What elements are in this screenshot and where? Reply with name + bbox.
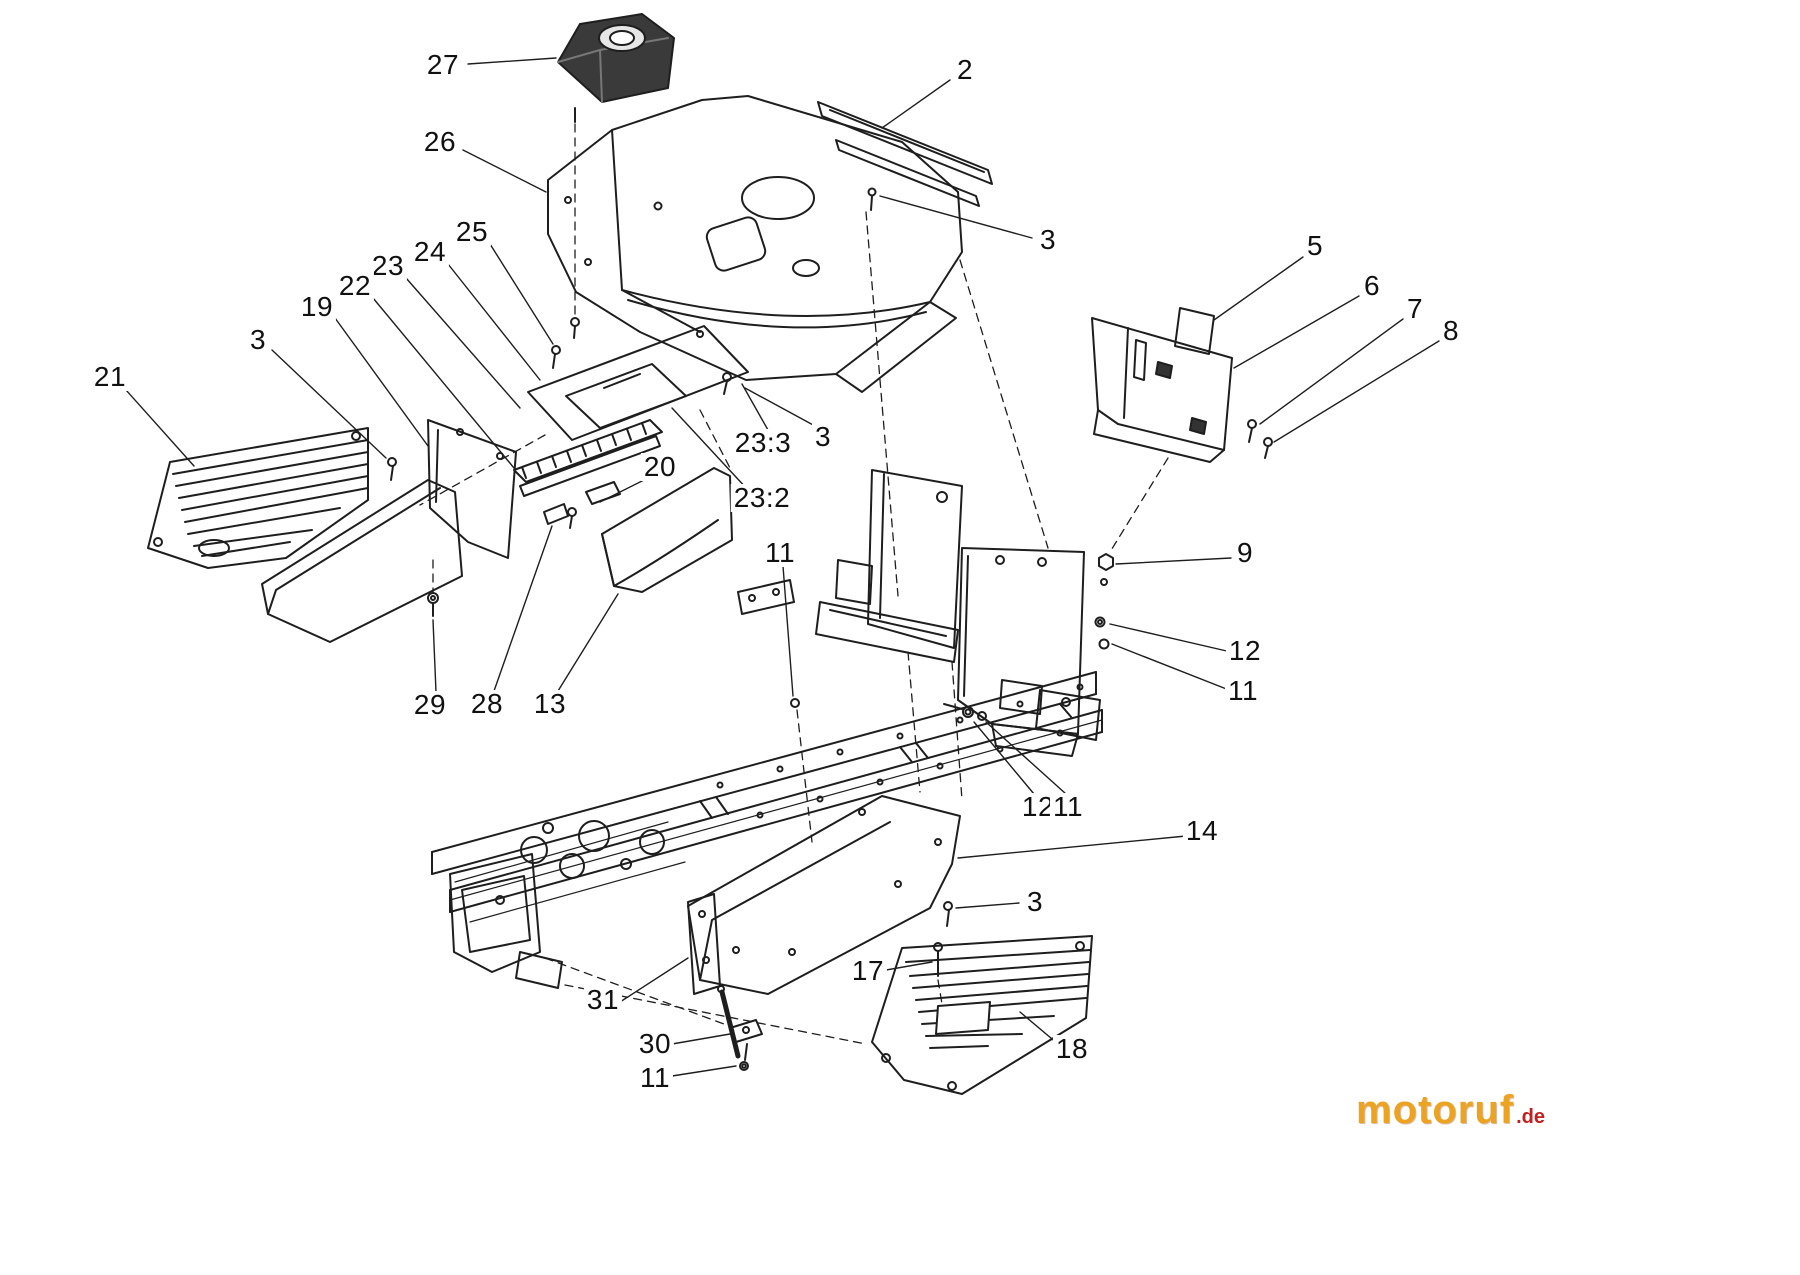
part-20-28-brackets xyxy=(543,481,621,529)
watermark-logo: motoruf.de xyxy=(1356,1090,1545,1130)
part-23-plate xyxy=(527,325,749,441)
part-22-24-rails xyxy=(513,419,663,497)
leader-lines xyxy=(125,57,1440,1077)
part-2-trim-strip xyxy=(817,101,993,207)
watermark-suffix: .de xyxy=(1516,1106,1545,1128)
part-13-side-panel xyxy=(601,467,733,593)
part-31-30-brackets xyxy=(687,893,763,1071)
part-18-running-board-right xyxy=(871,935,1093,1095)
part-27-fuel-cover xyxy=(557,13,675,339)
part-19-side-panel-left xyxy=(261,419,517,643)
fasteners xyxy=(427,553,1114,977)
part-5-6-rear-panel xyxy=(1091,307,1233,463)
part-frame-chassis xyxy=(431,671,1103,989)
part-console-tower xyxy=(737,469,1085,757)
part-7-8-screws xyxy=(1247,419,1273,459)
part-26-hood xyxy=(547,95,963,393)
part-21-running-board-left xyxy=(147,427,369,569)
alignment-lines xyxy=(419,123,1169,1045)
watermark-brand: motoruf xyxy=(1356,1088,1515,1132)
